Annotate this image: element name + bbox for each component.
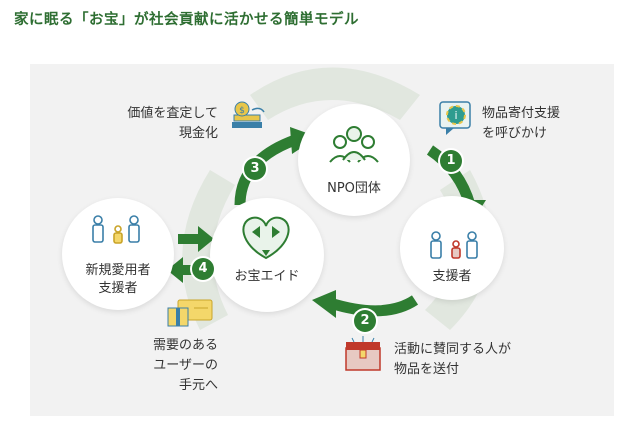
note-step2-line1: 活動に賛同する人が [394, 342, 512, 357]
note-step4-line2: ユーザーの [153, 358, 218, 373]
treasure-box-icon [345, 336, 381, 371]
arrow-step2 [328, 295, 419, 317]
step-badge-3: 3 [244, 158, 266, 180]
npo-group-icon [329, 126, 379, 163]
node-npo-label: NPO団体 [327, 181, 381, 196]
node-new-supporters-label-2: 支援者 [98, 281, 138, 296]
svg-text:i: i [454, 109, 457, 122]
note-step3-line1: 価値を査定して [127, 106, 218, 121]
node-supporters-label: 支援者 [432, 269, 472, 284]
note-step1: 物品寄付支援 を呼びかけ [482, 104, 560, 144]
step-badge-1: 1 [440, 150, 462, 172]
supporters-family-icon [430, 231, 478, 259]
svg-text:$: $ [239, 106, 245, 116]
coin-cash-icon: $ [232, 101, 265, 128]
note-step1-line1: 物品寄付支援 [482, 106, 561, 121]
note-step1-line2: を呼びかけ [482, 126, 548, 141]
step-badge-4: 4 [192, 258, 214, 280]
arrowhead-step2 [312, 290, 336, 318]
note-step4: 需要のある ユーザーの 手元へ [100, 336, 218, 396]
note-step4-line3: 手元へ [178, 378, 218, 393]
new-supporters-family-icon [92, 215, 140, 244]
gift-card-icon [167, 299, 213, 327]
step-badge-2: 2 [354, 310, 376, 332]
node-new-supporters-label-1: 新規愛用者 [85, 263, 151, 278]
donation-speech-icon: i [439, 101, 471, 135]
arrowhead-step4-left [167, 257, 183, 283]
arrowhead-step4-right [198, 226, 214, 252]
recycle-heart-icon [242, 216, 290, 260]
node-new-supporters [62, 198, 174, 310]
note-step3: 価値を査定して 現金化 [98, 104, 218, 144]
note-step4-line1: 需要のある [152, 338, 218, 353]
note-step3-line2: 現金化 [178, 126, 218, 141]
note-step2-line2: 物品を送付 [394, 362, 460, 377]
node-otakara-aid-label: お宝エイド [234, 269, 300, 284]
note-step2: 活動に賛同する人が 物品を送付 [394, 340, 511, 380]
page-title: 家に眠る「お宝」が社会貢献に活かせる簡単モデル [14, 12, 359, 28]
